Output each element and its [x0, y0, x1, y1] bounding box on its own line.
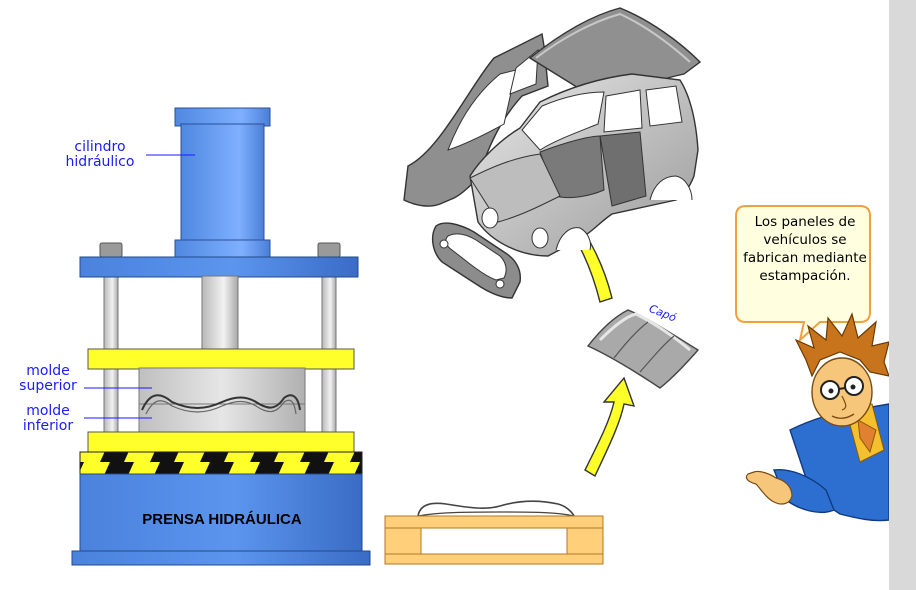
pallet: [384, 500, 604, 565]
arrow-to-hood: [584, 376, 636, 478]
top-crossbeam: [79, 256, 359, 278]
lower-plate: [87, 431, 355, 453]
blank-sheet: [417, 500, 575, 517]
cartoon-professor: [745, 312, 889, 522]
speech-bubble-text: Los paneles de vehículos se fabrican med…: [743, 214, 867, 284]
left-nut: [99, 242, 123, 258]
right-nut: [317, 242, 341, 258]
upper-mold: [138, 367, 306, 405]
pallet-right-leg: [566, 527, 604, 555]
lower-mold: [138, 403, 306, 433]
upper-plate: [87, 348, 355, 370]
hood-panel: [586, 309, 700, 389]
piston-rod: [201, 275, 239, 350]
stamped-sheet: [141, 394, 301, 411]
cylinder-label: cilindro hidráulico: [65, 139, 135, 170]
lower-mold-label: molde inferior: [22, 403, 74, 434]
pallet-top: [384, 515, 604, 529]
upper-mold-label: molde superior: [19, 363, 77, 394]
hazard-stripe: [79, 451, 363, 475]
car-body: [403, 7, 702, 257]
press-foot: [71, 550, 371, 566]
front-panel: [431, 222, 521, 299]
stamping-diagram: [71, 7, 889, 566]
pallet-left-leg: [384, 527, 422, 555]
right-margin-bar: [889, 0, 916, 590]
hydraulic-press: [71, 107, 371, 566]
cylinder-cap: [174, 107, 271, 127]
cylinder-base: [174, 239, 271, 259]
press-title: PRENSA HIDRÁULICA: [142, 511, 302, 528]
pallet-bottom: [384, 553, 604, 565]
hydraulic-cylinder: [180, 123, 265, 245]
